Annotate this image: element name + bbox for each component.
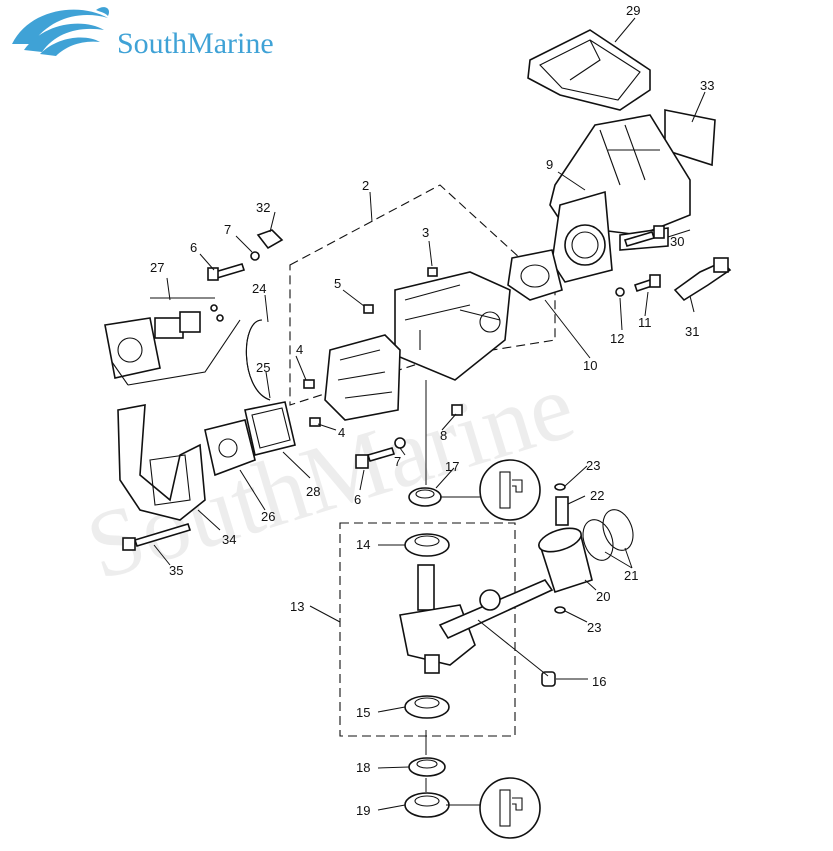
callout-5: 5 <box>334 276 341 291</box>
bolt-6-bottom <box>355 447 396 469</box>
callout-19: 19 <box>356 803 370 818</box>
plate-32 <box>256 229 284 250</box>
callout-16: 16 <box>592 674 606 689</box>
callout-7-bottom: 7 <box>394 454 401 469</box>
pin-5 <box>363 304 374 314</box>
callout-33: 33 <box>700 78 714 93</box>
piston-pin-22 <box>555 496 569 526</box>
callout-13: 13 <box>290 599 304 614</box>
callout-29: 29 <box>626 3 640 18</box>
brand-name: SouthMarine <box>117 27 274 60</box>
callout-14: 14 <box>356 537 370 552</box>
bolt-35 <box>122 523 192 551</box>
callout-22: 22 <box>590 488 604 503</box>
callout-23-top: 23 <box>586 458 600 473</box>
bolt-6-top <box>207 263 246 281</box>
clip-23-top <box>554 483 566 491</box>
callout-4-lower: 4 <box>338 425 345 440</box>
pin-4-lower <box>309 417 321 427</box>
callout-31: 31 <box>685 324 699 339</box>
callout-2: 2 <box>362 178 369 193</box>
callout-3: 3 <box>422 225 429 240</box>
callout-6-top: 6 <box>190 240 197 255</box>
callout-20: 20 <box>596 589 610 604</box>
callout-26: 26 <box>261 509 275 524</box>
washer-7-top <box>250 251 260 261</box>
wave-logo-icon <box>12 7 110 56</box>
spark-plug-31 <box>673 257 732 302</box>
clip-23-bottom <box>554 606 566 614</box>
oil-seal-18 <box>408 757 446 777</box>
callout-6-bottom: 6 <box>354 492 361 507</box>
cylinder-9 <box>549 114 691 283</box>
callout-30: 30 <box>670 234 684 249</box>
callout-10: 10 <box>583 358 597 373</box>
crankshaft-group-outline <box>339 522 516 737</box>
callout-35: 35 <box>169 563 183 578</box>
needle-bearing-16 <box>541 671 556 687</box>
bracket-34 <box>117 404 206 521</box>
detail-circle-lower <box>479 777 541 839</box>
callout-17: 17 <box>445 459 459 474</box>
callout-4-upper: 4 <box>296 342 303 357</box>
leader-lines <box>150 17 706 811</box>
gasket-28 <box>244 401 296 456</box>
callout-7-top: 7 <box>224 222 231 237</box>
callout-34: 34 <box>222 532 236 547</box>
valve-plate <box>104 317 161 379</box>
callout-11: 11 <box>638 315 652 330</box>
callout-18: 18 <box>356 760 370 775</box>
detail-circle-upper <box>479 459 541 521</box>
callout-25: 25 <box>256 360 270 375</box>
callout-21: 21 <box>624 568 638 583</box>
pin-3 <box>427 267 438 277</box>
callout-23-bottom: 23 <box>587 620 601 635</box>
pin-4-upper <box>303 379 315 389</box>
group-bracket <box>111 319 241 386</box>
pipe-24 <box>245 319 271 401</box>
connecting-rod <box>438 579 554 640</box>
bolt-11 <box>633 274 661 293</box>
bolt-30 <box>623 225 665 247</box>
callout-28: 28 <box>306 484 320 499</box>
callout-24: 24 <box>252 281 266 296</box>
callout-27: 27 <box>150 260 164 275</box>
bearing-19 <box>404 792 450 818</box>
piston-rings-21 <box>582 509 634 561</box>
washer-7-bottom <box>394 437 406 449</box>
intake-26 <box>204 419 256 477</box>
callout-9: 9 <box>546 157 553 172</box>
gasket-29 <box>527 29 651 111</box>
gasket-10 <box>507 249 563 301</box>
crankcase-half <box>324 334 401 421</box>
bearing-15 <box>404 695 450 719</box>
oil-seal-17 <box>408 487 442 507</box>
bearing-14 <box>404 533 450 557</box>
crankcase-block <box>394 271 511 381</box>
gasket-33 <box>664 109 716 167</box>
piston-20 <box>538 527 593 594</box>
brand-logo: SouthMarine <box>12 7 274 60</box>
callout-15: 15 <box>356 705 370 720</box>
callout-32: 32 <box>256 200 270 215</box>
pin-8 <box>451 404 463 416</box>
reed-valve-27 <box>154 304 224 339</box>
callout-labels: 29 33 9 2 32 7 3 30 6 27 5 24 11 31 12 4… <box>150 3 714 818</box>
washer-12 <box>615 287 625 297</box>
crankcase-group-outline <box>289 184 556 406</box>
callout-8: 8 <box>440 428 447 443</box>
callout-12: 12 <box>610 331 624 346</box>
